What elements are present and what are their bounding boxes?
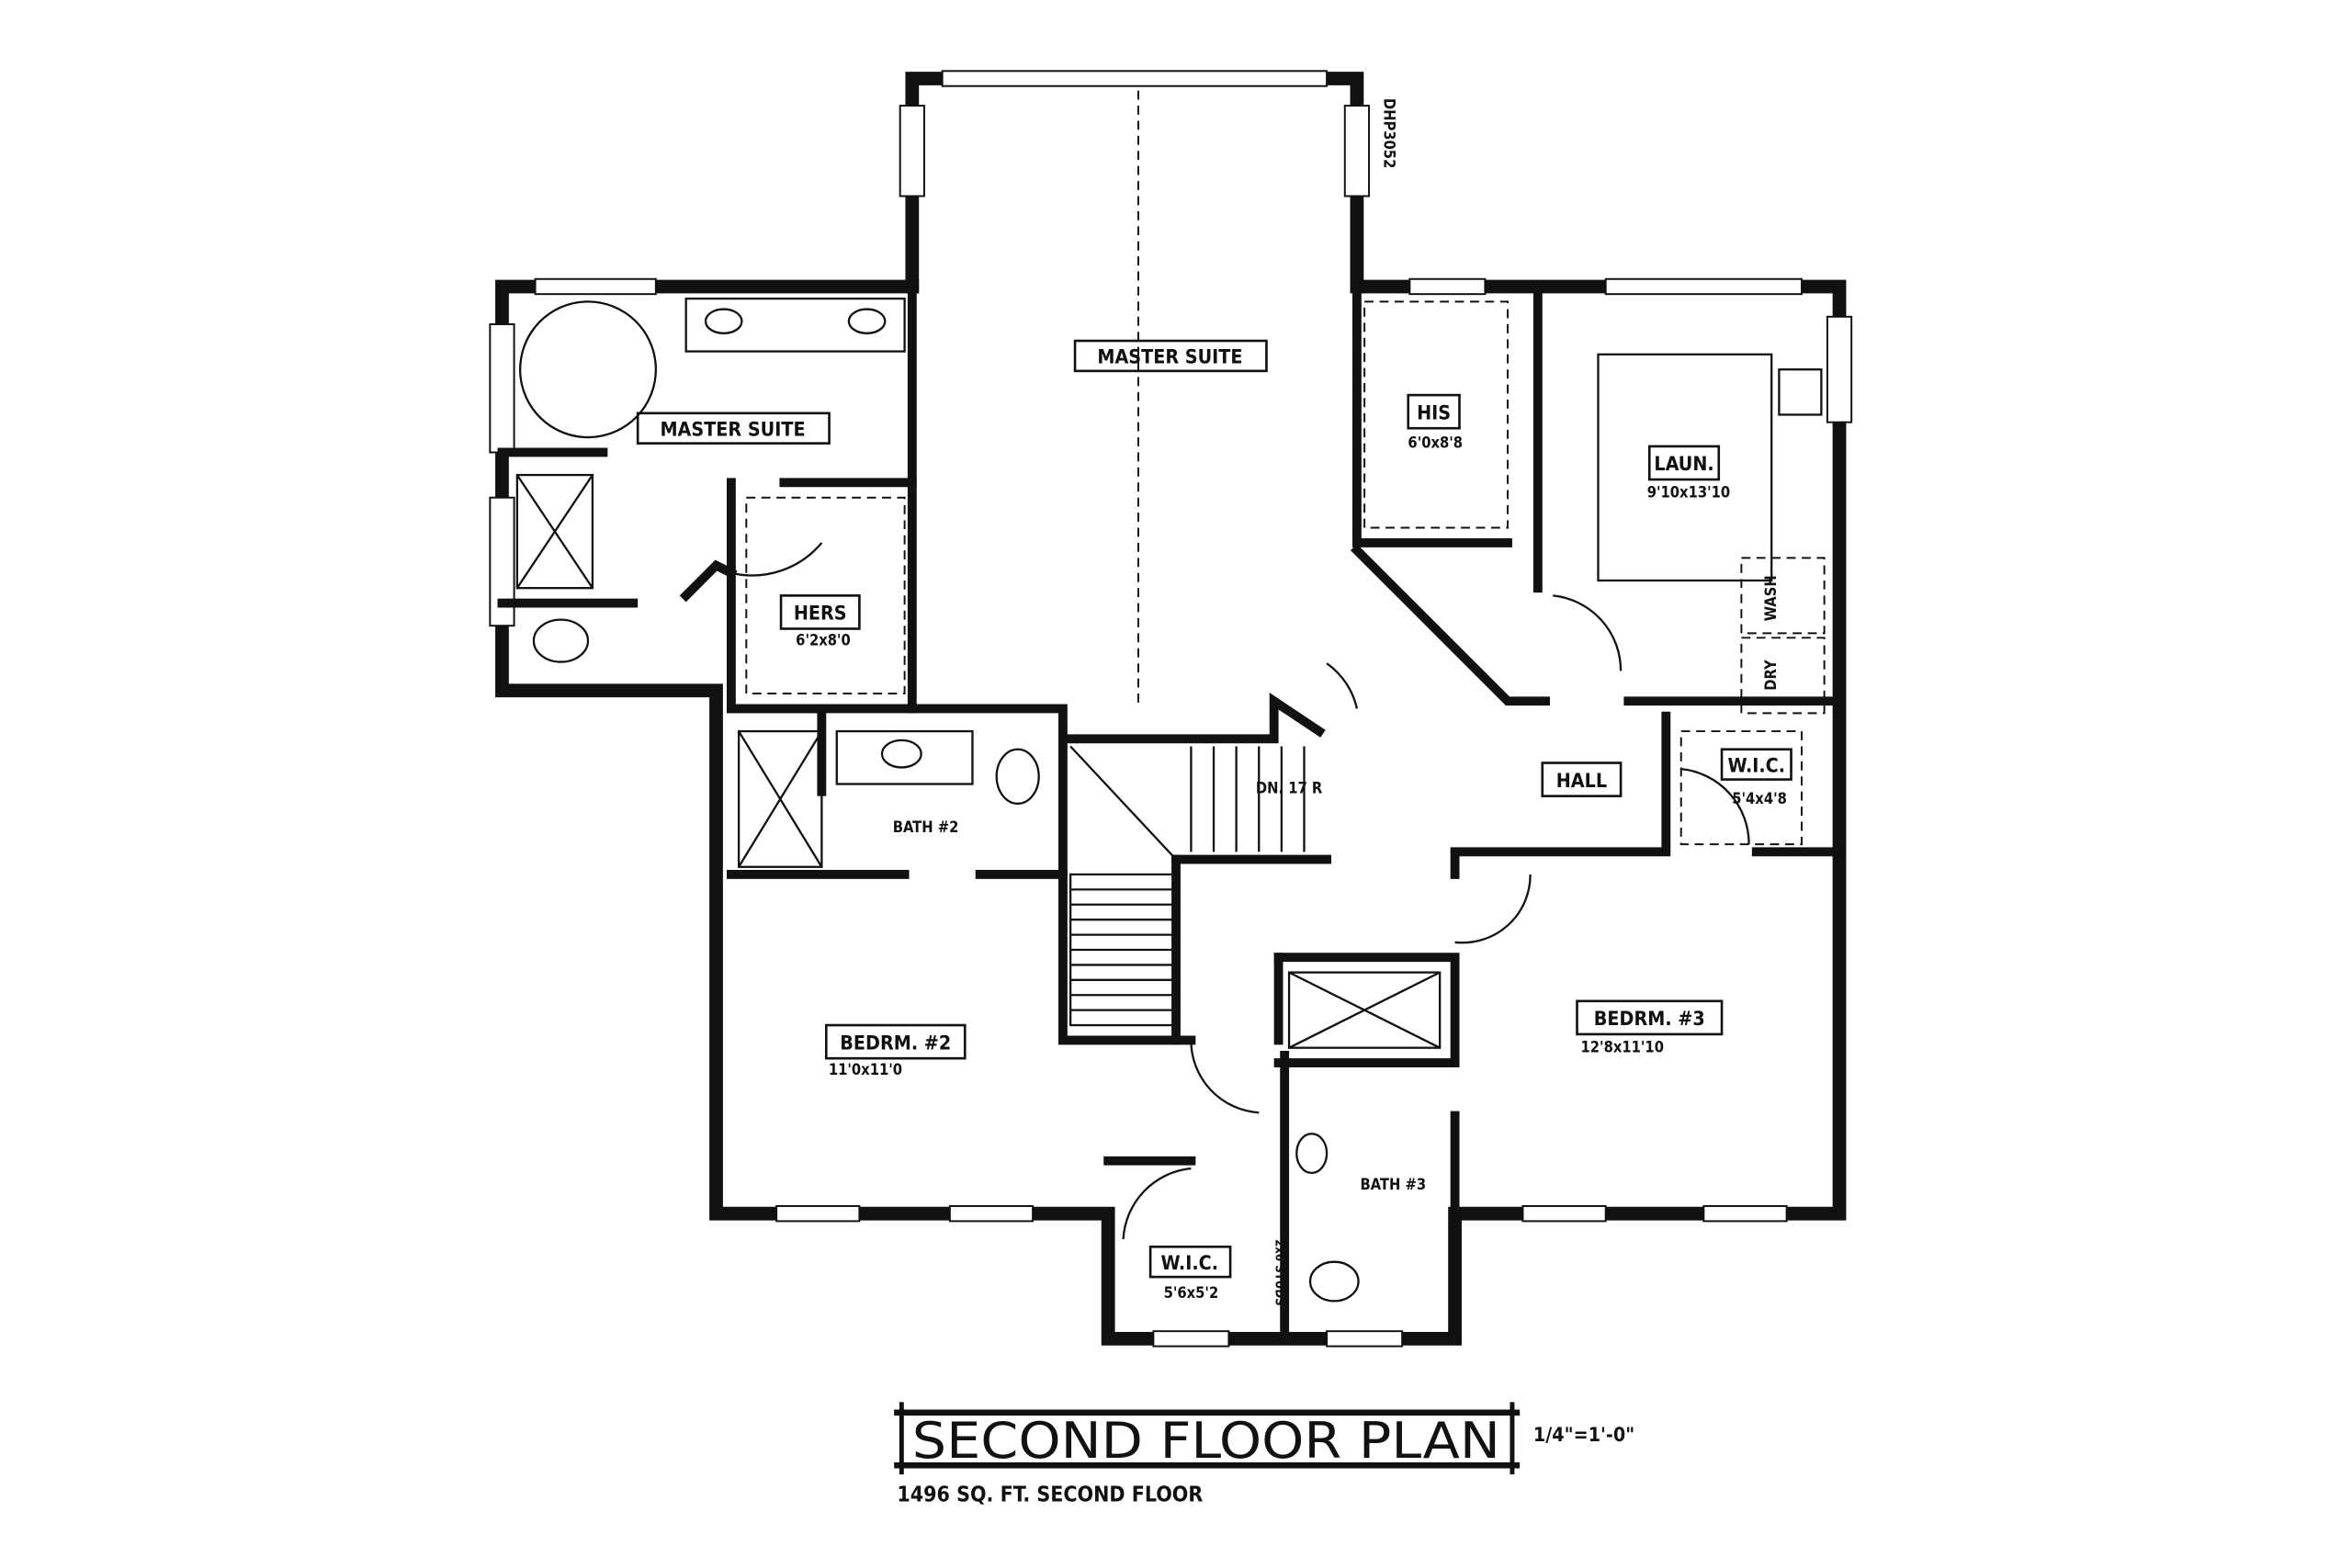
label-master-suite-main: MASTER SUITE xyxy=(1097,346,1242,369)
dim-wic-right: 5'4x4'8 xyxy=(1732,790,1787,807)
label-stairs: DN. 17 R xyxy=(1256,779,1323,796)
dim-wic-bottom: 5'6x5'2 xyxy=(1164,1284,1219,1302)
label-bedroom3: BEDRM. #3 xyxy=(1594,1008,1705,1031)
dim-hers: 6'2x8'0 xyxy=(796,632,851,649)
label-bath2: BATH #2 xyxy=(893,818,959,836)
title-block: SECOND FLOOR PLAN 1/4"=1'-0" 1496 SQ. FT… xyxy=(894,1402,1634,1507)
label-dryer: DRY xyxy=(1762,660,1780,691)
door-swings xyxy=(730,542,1750,1240)
room-labels: DHP3052 MASTER SUITE MASTER SUITE HIS 6'… xyxy=(636,98,1792,1306)
dim-bedroom2: 11'0x11'0 xyxy=(829,1061,902,1078)
label-laundry: LAUN. xyxy=(1654,453,1713,476)
label-wic-bottom: W.I.C. xyxy=(1161,1252,1219,1275)
label-master-suite-bath: MASTER SUITE xyxy=(660,418,805,441)
plan-area: 1496 SQ. FT. SECOND FLOOR xyxy=(897,1483,1203,1507)
label-studs: 2x6 STUDS xyxy=(1272,1239,1285,1306)
windows xyxy=(489,70,1853,1348)
plan-scale: 1/4"=1'-0" xyxy=(1533,1424,1634,1447)
exterior-walls xyxy=(495,72,1847,1346)
dim-his: 6'0x8'8 xyxy=(1408,434,1463,452)
plan-code: DHP3052 xyxy=(1380,98,1397,169)
label-wic-right: W.I.C. xyxy=(1728,754,1786,777)
label-hall: HALL xyxy=(1556,770,1607,793)
dim-bedroom3: 12'8x11'10 xyxy=(1581,1039,1664,1056)
label-his: HIS xyxy=(1417,401,1451,424)
label-bath3: BATH #3 xyxy=(1361,1176,1427,1193)
staircase[interactable] xyxy=(1069,745,1306,1027)
label-bedroom2: BEDRM. #2 xyxy=(840,1032,951,1055)
fixtures xyxy=(515,90,1826,1303)
dim-laundry: 9'10x13'10 xyxy=(1647,484,1730,502)
label-hers: HERS xyxy=(794,603,847,626)
label-washer: WASH xyxy=(1762,575,1780,621)
plan-title: SECOND FLOOR PLAN xyxy=(912,1412,1500,1470)
